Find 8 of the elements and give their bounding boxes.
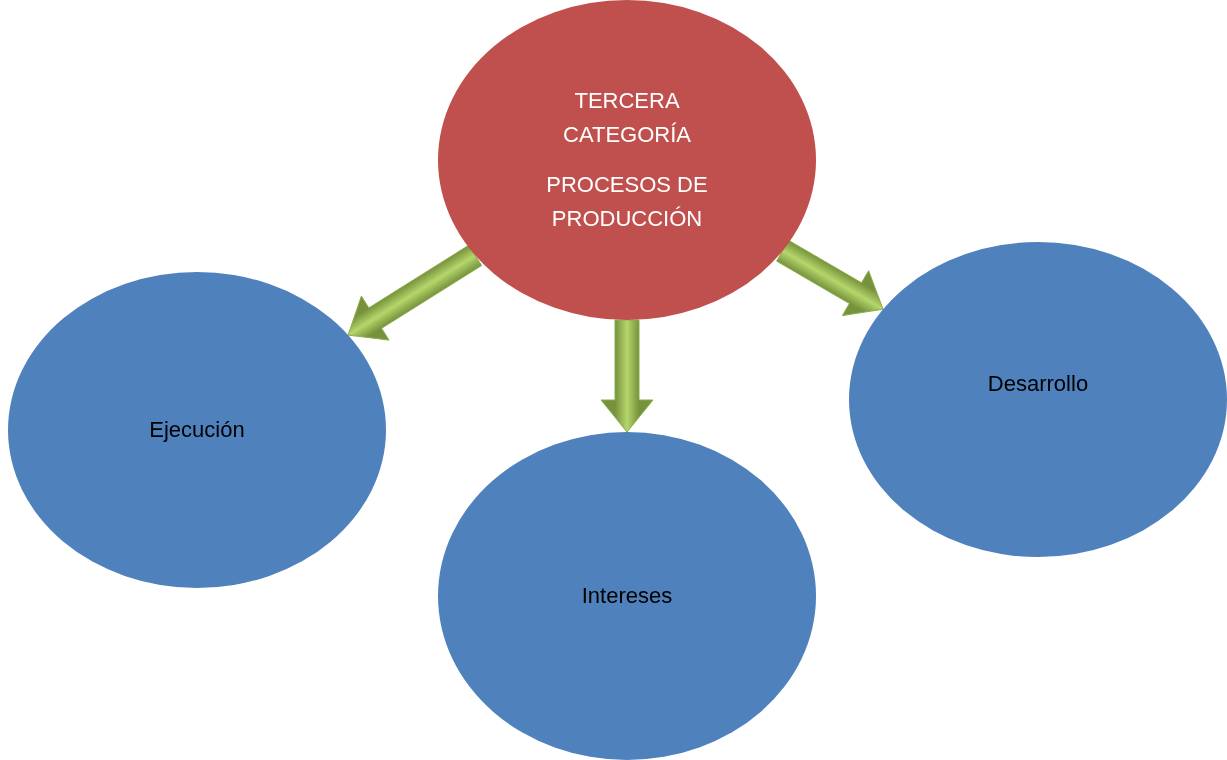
node-label: Ejecución xyxy=(149,415,245,444)
block-arrow xyxy=(776,239,884,317)
block-arrow xyxy=(347,244,483,341)
node-label: Desarrollo xyxy=(987,370,1089,399)
node-subtitle: PROCESOS DE PRODUCCIÓN xyxy=(545,171,709,234)
node-label: Intereses xyxy=(581,581,673,610)
block-arrow xyxy=(600,319,654,433)
node-label: TERCERA CATEGORÍA xyxy=(562,86,692,149)
